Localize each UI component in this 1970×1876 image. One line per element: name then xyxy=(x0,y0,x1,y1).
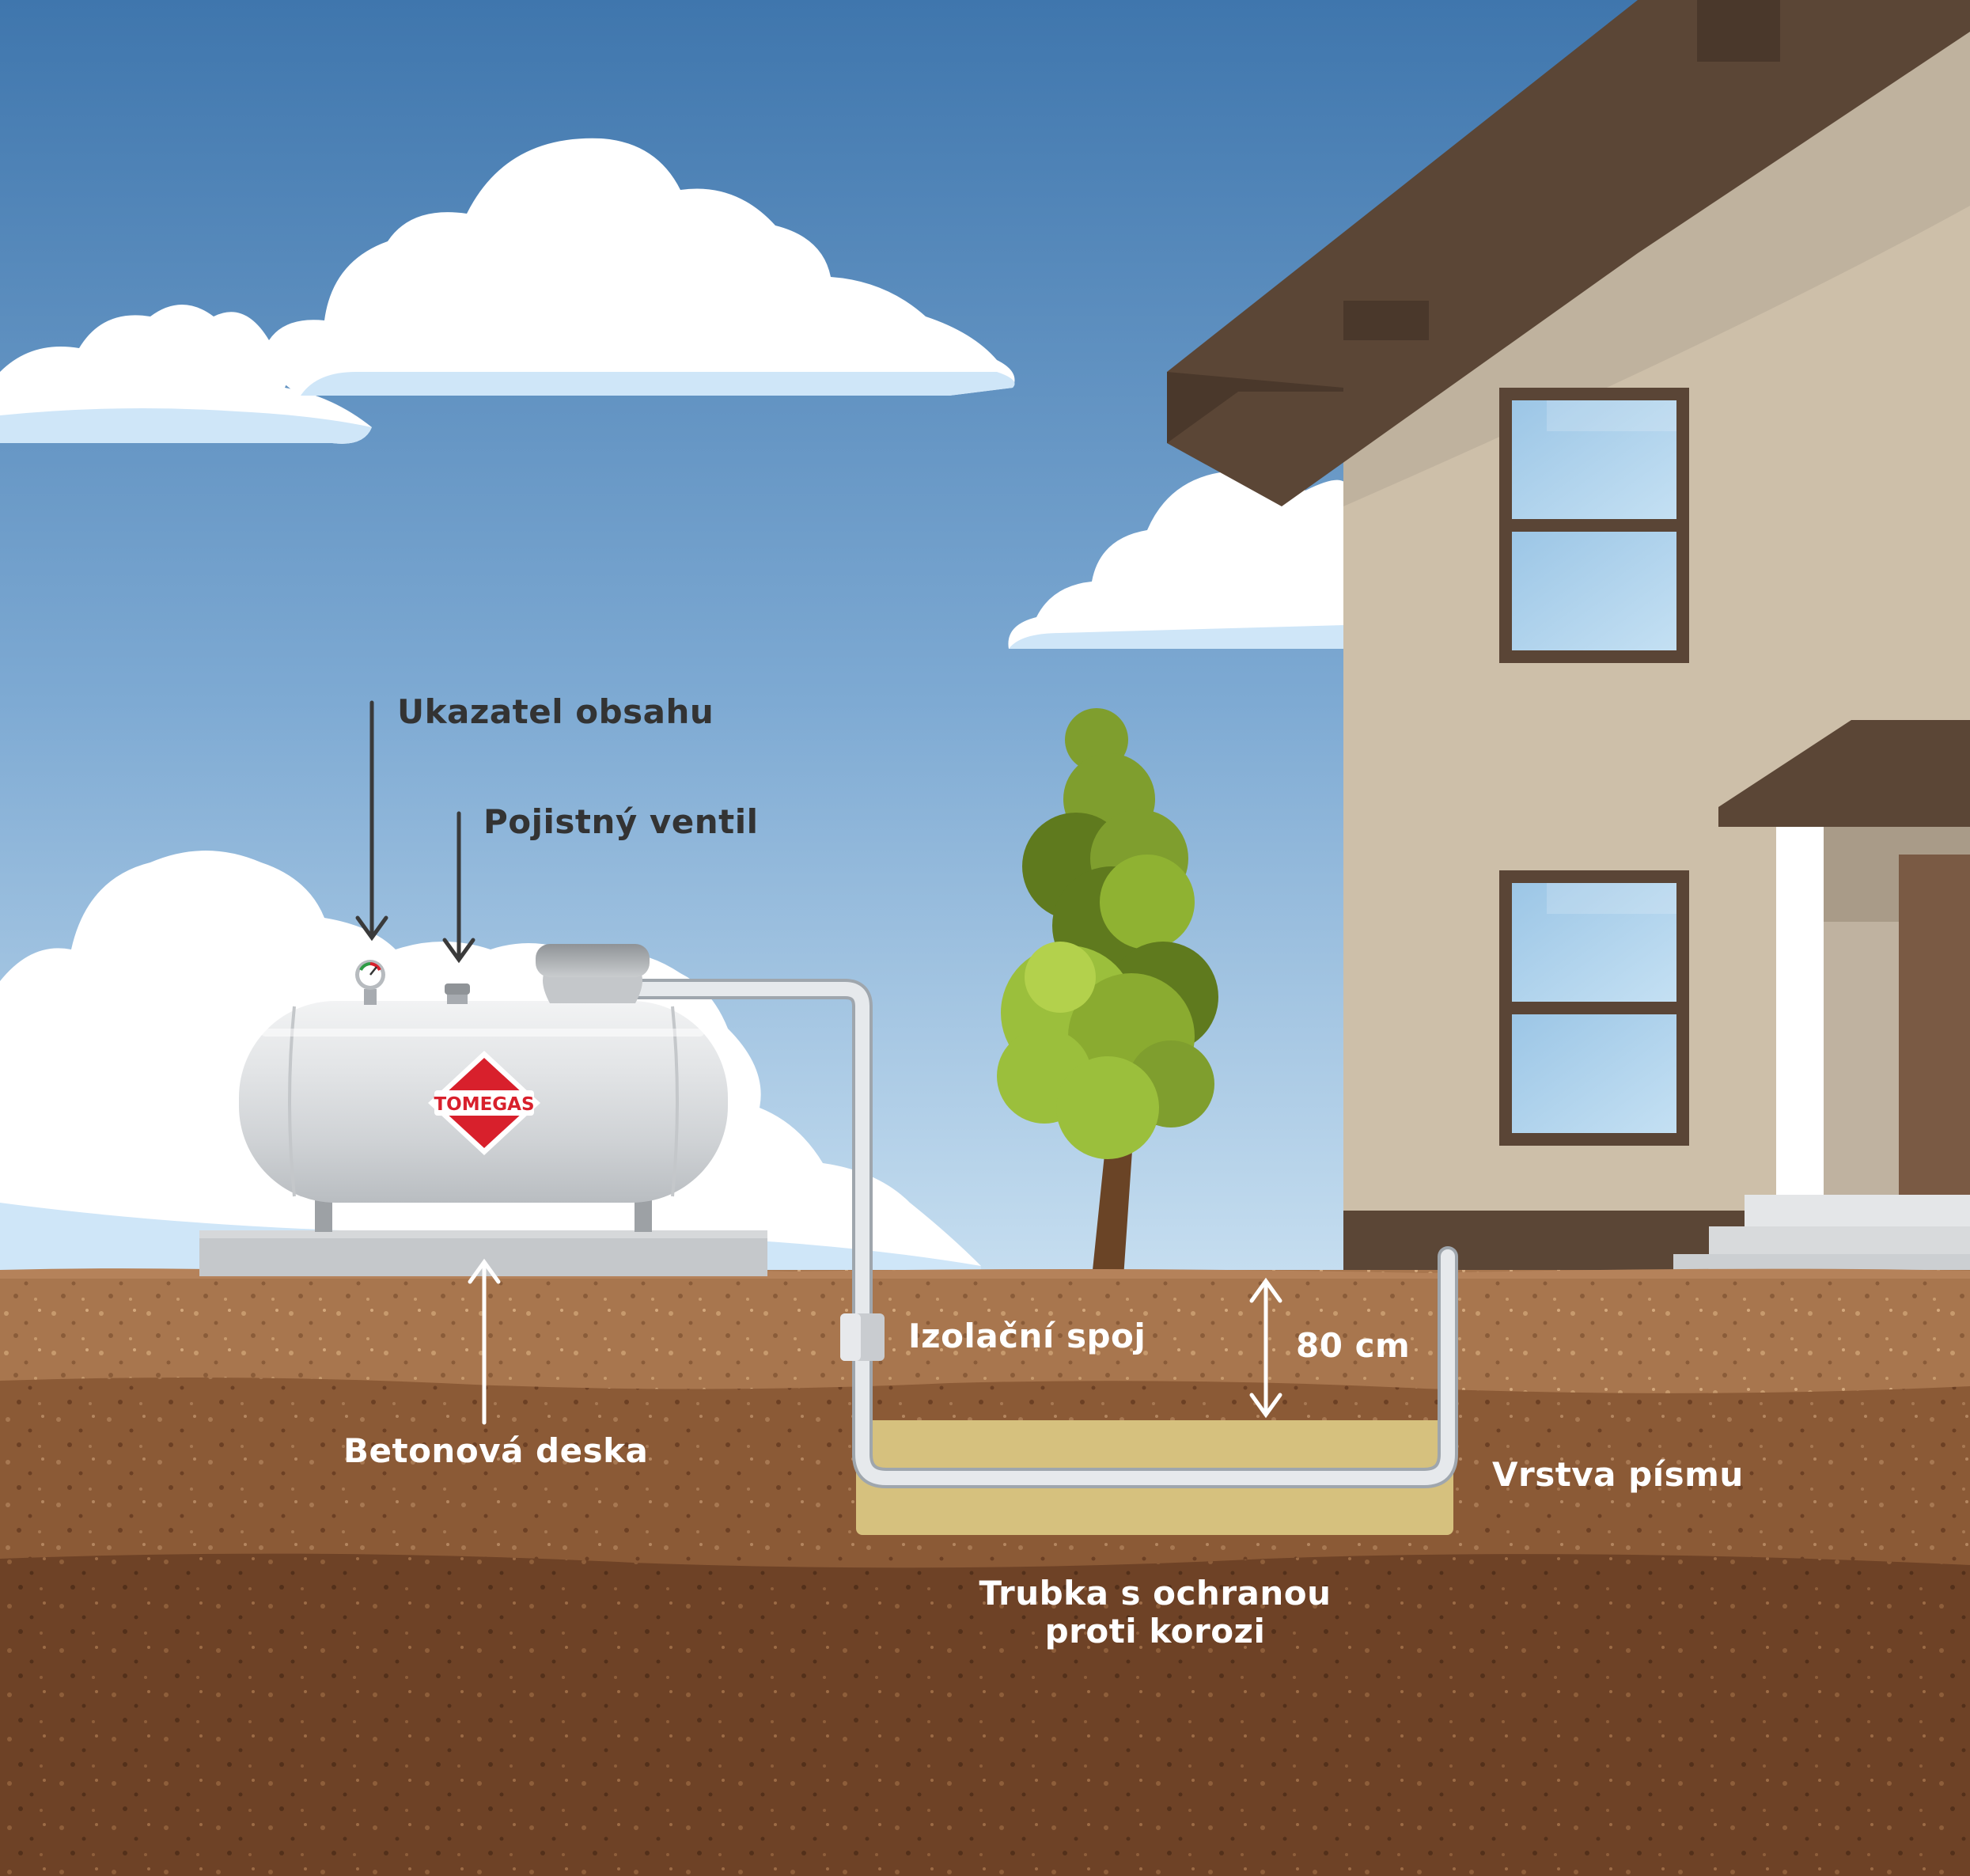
label-pipe-line-2: proti korozi xyxy=(1044,1612,1266,1651)
cloud-top-left xyxy=(0,305,372,444)
label-pipe-line-1: Trubka s ochranou xyxy=(979,1574,1332,1613)
label-concrete-slab: Betonová deska xyxy=(343,1431,649,1470)
label-pipe-corrosion-protection: Trubka s ochranou proti korozi xyxy=(957,1575,1353,1651)
porch xyxy=(1673,720,1970,1278)
safety-valve xyxy=(445,983,470,1004)
insulating-joint xyxy=(840,1313,885,1361)
window-lower xyxy=(1499,870,1689,1146)
window-upper xyxy=(1499,388,1689,663)
arrow-content-indicator xyxy=(355,700,388,942)
label-depth: 80 cm xyxy=(1296,1326,1411,1365)
arrow-safety-valve xyxy=(442,811,475,964)
content-indicator-gauge xyxy=(355,960,385,1005)
pipe xyxy=(627,979,1458,1488)
arrow-depth xyxy=(1249,1277,1282,1419)
tomegas-logo: TOMEGAS xyxy=(428,1051,540,1155)
arrow-concrete-slab xyxy=(468,1258,501,1425)
label-content-indicator: Ukazatel obsahu xyxy=(397,692,714,731)
cloud-top-center xyxy=(267,138,1015,396)
tree xyxy=(997,708,1218,1278)
label-insulating-joint: Izolační spoj xyxy=(908,1317,1146,1355)
label-safety-valve: Pojistný ventil xyxy=(483,802,759,841)
brand-text: TOMEGAS xyxy=(434,1094,534,1115)
cloud-mid-right xyxy=(1008,470,1345,649)
label-sand-layer: Vrstva písmu xyxy=(1492,1455,1744,1494)
